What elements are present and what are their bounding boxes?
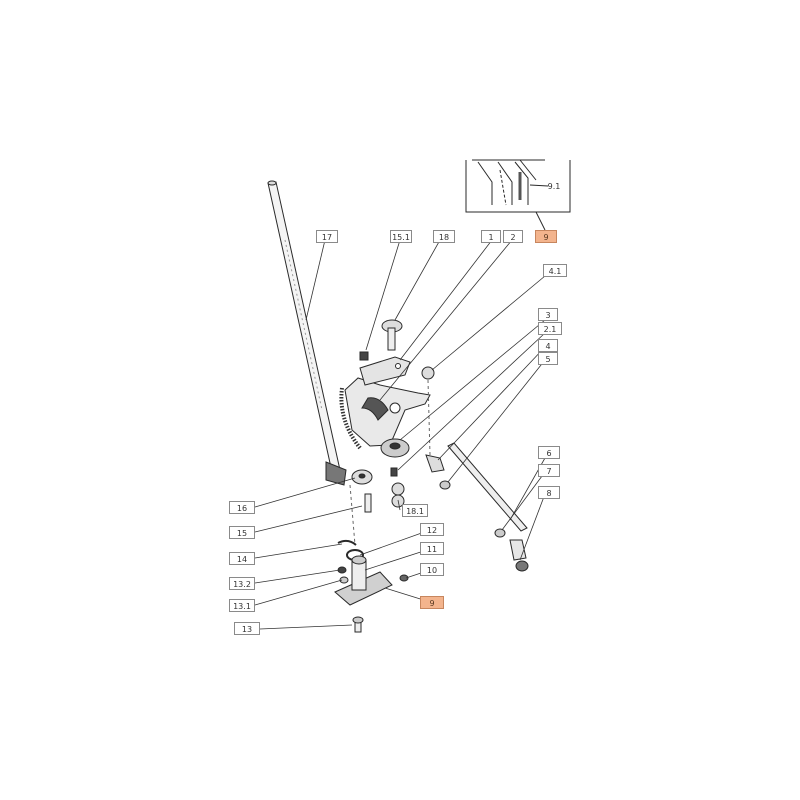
part-label-12[interactable]: 12 — [420, 523, 444, 536]
part-label-13-2[interactable]: 13.2 — [229, 577, 255, 590]
part-label-15-1[interactable]: 15.1 — [390, 230, 412, 243]
part-label-18[interactable]: 18 — [433, 230, 455, 243]
bracket-plate — [359, 356, 411, 386]
part-label-9-highlight[interactable]: 9 — [535, 230, 557, 243]
link-rod-6 — [447, 442, 529, 572]
part-label-13-1[interactable]: 13.1 — [229, 599, 255, 612]
part-label-2-1[interactable]: 2.1 — [538, 322, 562, 335]
carriage-bolt-18 — [381, 319, 403, 351]
part-label-1[interactable]: 1 — [481, 230, 501, 243]
part-label-18-1[interactable]: 18.1 — [402, 504, 428, 517]
bolt-stack — [349, 469, 405, 546]
part-label-15[interactable]: 15 — [229, 526, 255, 539]
part-label-11[interactable]: 11 — [420, 542, 444, 555]
part-label-5[interactable]: 5 — [538, 352, 558, 365]
nut-4-1 — [421, 366, 435, 456]
part-label-3[interactable]: 3 — [538, 308, 558, 321]
hub-washer — [380, 438, 410, 477]
part-label-8[interactable]: 8 — [538, 486, 560, 499]
part-label-4[interactable]: 4 — [538, 339, 558, 352]
gear-sector — [339, 377, 431, 450]
part-label-13[interactable]: 13 — [234, 622, 260, 635]
part-label-9-bottom-highlight[interactable]: 9 — [420, 596, 444, 609]
part-label-9-1[interactable]: 9.1 — [547, 182, 561, 191]
part-label-7[interactable]: 7 — [538, 464, 560, 477]
leader-lines — [254, 239, 546, 630]
inset-detail — [465, 159, 571, 231]
base-bracket — [334, 555, 409, 606]
part-label-16[interactable]: 16 — [229, 501, 255, 514]
shaft-17 — [267, 180, 347, 486]
part-label-2[interactable]: 2 — [503, 230, 523, 243]
part-label-14[interactable]: 14 — [229, 552, 255, 565]
ball-joint — [425, 454, 451, 490]
bolt-13 — [352, 616, 364, 633]
part-label-10[interactable]: 10 — [420, 563, 444, 576]
part-label-4-1[interactable]: 4.1 — [543, 264, 567, 277]
nut-15-1 — [359, 351, 369, 361]
part-label-6[interactable]: 6 — [538, 446, 560, 459]
part-label-17[interactable]: 17 — [316, 230, 338, 243]
